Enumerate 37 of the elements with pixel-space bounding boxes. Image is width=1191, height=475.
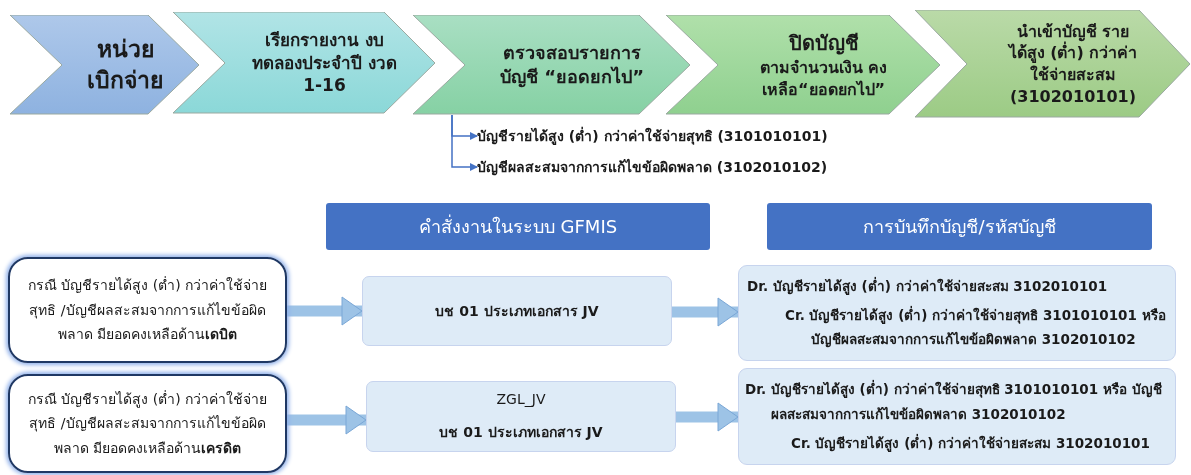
block-arrow xyxy=(287,405,367,435)
command-box xyxy=(366,381,676,452)
journal-entry-text: Dr. บัญชีรายได้สูง (ต่ำ) กว่าค่าใช้จ่ายสะสม 3102010101 xyxy=(746,276,1109,297)
journal-entry-box xyxy=(738,265,1176,361)
bracket-arrow xyxy=(451,114,478,171)
case-text: กรณี บัญชีรายได้สูง (ต่ำ) กว่าค่าใช้จ่ายสุทธิ /บัญชีผลสะสมจากการแก้ไขข้อผิดพลาด มียอดคงเหลือด้านเครดิต xyxy=(26,389,269,458)
chevron-step xyxy=(173,12,436,114)
step-text: เรียกรายงาน งบทดลองประจำปี งวด 1-16 xyxy=(251,28,398,98)
case-box xyxy=(8,257,287,363)
step-text: บัญชีผลสะสมจากการแก้ไขข้อผิดพลาด (3102010102) xyxy=(477,157,828,177)
journal-entry-text: Cr. บัญชีรายได้สูง (ต่ำ) กว่าค่าใช้จ่ายสุทธิ 3101010101 หรือ บัญชีผลสะสมจากการแก้ไขข้อผิดพลาด 3102010102 xyxy=(784,305,1167,350)
case-box xyxy=(8,374,287,473)
header-text: คำสั่งงานในระบบ GFMIS xyxy=(418,213,618,239)
case-text: กรณี บัญชีรายได้สูง (ต่ำ) กว่าค่าใช้จ่ายสุทธิ /บัญชีผลสะสมจากการแก้ไขข้อผิดพลาด มียอดคงเหลือด้านเดบิต xyxy=(26,275,269,345)
step-text: บช 01 ประเภทเอกสาร JV xyxy=(435,302,599,321)
step-text: หน่วยเบิกจ่าย xyxy=(86,34,164,95)
step-text: ZGL_JV xyxy=(496,390,546,407)
header-text: การบันทึกบัญชี/รหัสบัญชี xyxy=(863,215,1056,239)
step-text: ตามจำนวนเงิน คงเหลือ“ยอดยกไป” xyxy=(758,56,889,101)
step-text: บัญชีรายได้สูง (ต่ำ) กว่าค่าใช้จ่ายสุทธิ (3101010101) xyxy=(477,126,828,146)
chevron-step xyxy=(413,15,691,115)
chevron-step xyxy=(10,15,200,115)
step-text: ปิดบัญชี xyxy=(788,29,859,57)
step-text: บช 01 ประเภทเอกสาร JV xyxy=(439,422,603,442)
journal-entry-text: Dr. บัญชีรายได้สูง (ต่ำ) กว่าค่าใช้จ่ายสุทธิ 3101010101 หรือ บัญชีผลสะสมจากการแก้ไขข้อผิดพลาด 3102010102 xyxy=(744,379,1163,424)
journal-entry-box xyxy=(738,368,1176,465)
column-header xyxy=(767,203,1152,250)
block-arrow xyxy=(287,296,363,326)
command-box xyxy=(362,276,672,346)
journal-entry-text: Cr. บัญชีรายได้สูง (ต่ำ) กว่าค่าใช้จ่ายสะสม 3102010101 xyxy=(790,433,1151,454)
block-arrow xyxy=(672,297,739,327)
block-arrow xyxy=(676,402,739,432)
step-text: ตรวจสอบรายการบัญชี “ยอดยกไป” xyxy=(499,40,645,90)
chevron-step xyxy=(915,10,1191,118)
step-text: นำเข้าบัญชี รายได้สูง (ต่ำ) กว่าค่าใช้จ่ายสะสม (3102010101) xyxy=(1008,20,1138,108)
column-header xyxy=(326,203,710,250)
chevron-step xyxy=(666,15,941,115)
